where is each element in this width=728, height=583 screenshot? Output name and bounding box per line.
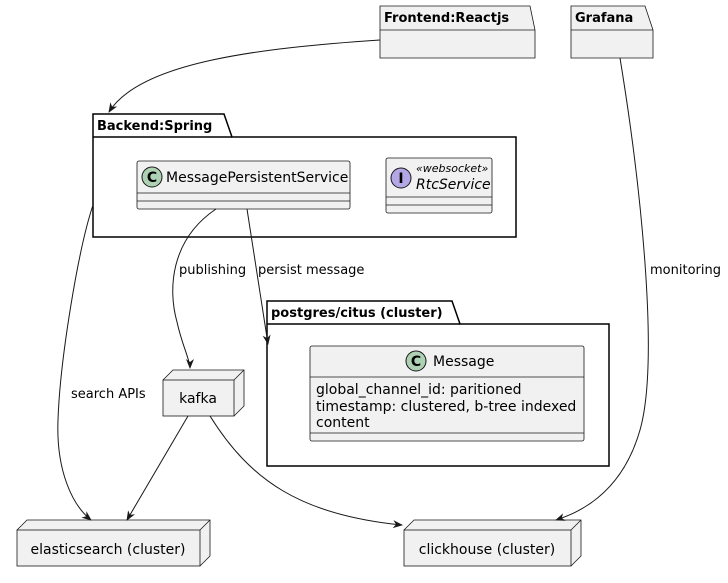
class-attribute: global_channel_id: paritioned xyxy=(316,382,521,398)
edge-frontend-backend xyxy=(108,39,381,113)
interface-name: RtcService xyxy=(416,177,491,193)
edge-publishing xyxy=(172,208,217,369)
node-kafka: kafka xyxy=(162,369,245,417)
class-badge-letter: C xyxy=(147,170,157,186)
edge-grafana-clickhouse xyxy=(555,57,649,521)
class-badge-icon xyxy=(405,350,427,372)
class-message: C Message global_channel_id: paritioned … xyxy=(309,345,585,442)
interface-badge-letter: I xyxy=(398,171,403,187)
interface-rtc-service: I «websocket» RtcService xyxy=(385,157,493,214)
class-attribute: content xyxy=(316,415,370,431)
class-badge-letter: C xyxy=(411,354,421,370)
class-message-persistent-service: C MessagePersistentService xyxy=(136,160,351,210)
node-clickhouse: clickhouse (cluster) xyxy=(403,519,582,567)
package-frontend-tab xyxy=(379,5,536,59)
package-postgres: postgres/citus (cluster) C Message globa… xyxy=(266,300,610,467)
edge-kafka-elasticsearch xyxy=(126,415,189,521)
package-grafana: Grafana xyxy=(570,5,654,59)
interface-stereotype: «websocket» xyxy=(416,162,488,175)
edge-label-monitoring: monitoring xyxy=(650,263,721,278)
edge-persist-message xyxy=(246,208,271,345)
edge-label-search-apis: search APIs xyxy=(71,387,146,402)
package-frontend-title: Frontend:Reactjs xyxy=(384,11,509,26)
package-backend-title: Backend:Spring xyxy=(97,119,212,134)
class-name: MessagePersistentService xyxy=(166,170,348,186)
edge-label-publishing: publishing xyxy=(179,263,246,278)
class-attribute: timestamp: clustered, b-tree indexed xyxy=(316,399,576,415)
package-grafana-tab xyxy=(570,5,654,59)
edge-kafka-clickhouse xyxy=(209,415,403,529)
node-label: kafka xyxy=(179,391,217,407)
package-backend: Backend:Spring C MessagePersistentServic… xyxy=(92,113,517,238)
class-name: Message xyxy=(433,354,494,370)
package-frontend: Frontend:Reactjs xyxy=(379,5,536,59)
node-elasticsearch: elasticsearch (cluster) xyxy=(16,519,211,567)
node-label: elasticsearch (cluster) xyxy=(31,542,186,558)
node-label: clickhouse (cluster) xyxy=(419,542,556,558)
package-postgres-title: postgres/citus (cluster) xyxy=(271,306,443,321)
interface-badge-icon xyxy=(390,167,412,189)
class-badge-icon xyxy=(141,166,163,188)
package-grafana-title: Grafana xyxy=(575,11,633,26)
edge-label-persist-message: persist message xyxy=(258,263,364,278)
edge-search-apis xyxy=(57,204,94,521)
